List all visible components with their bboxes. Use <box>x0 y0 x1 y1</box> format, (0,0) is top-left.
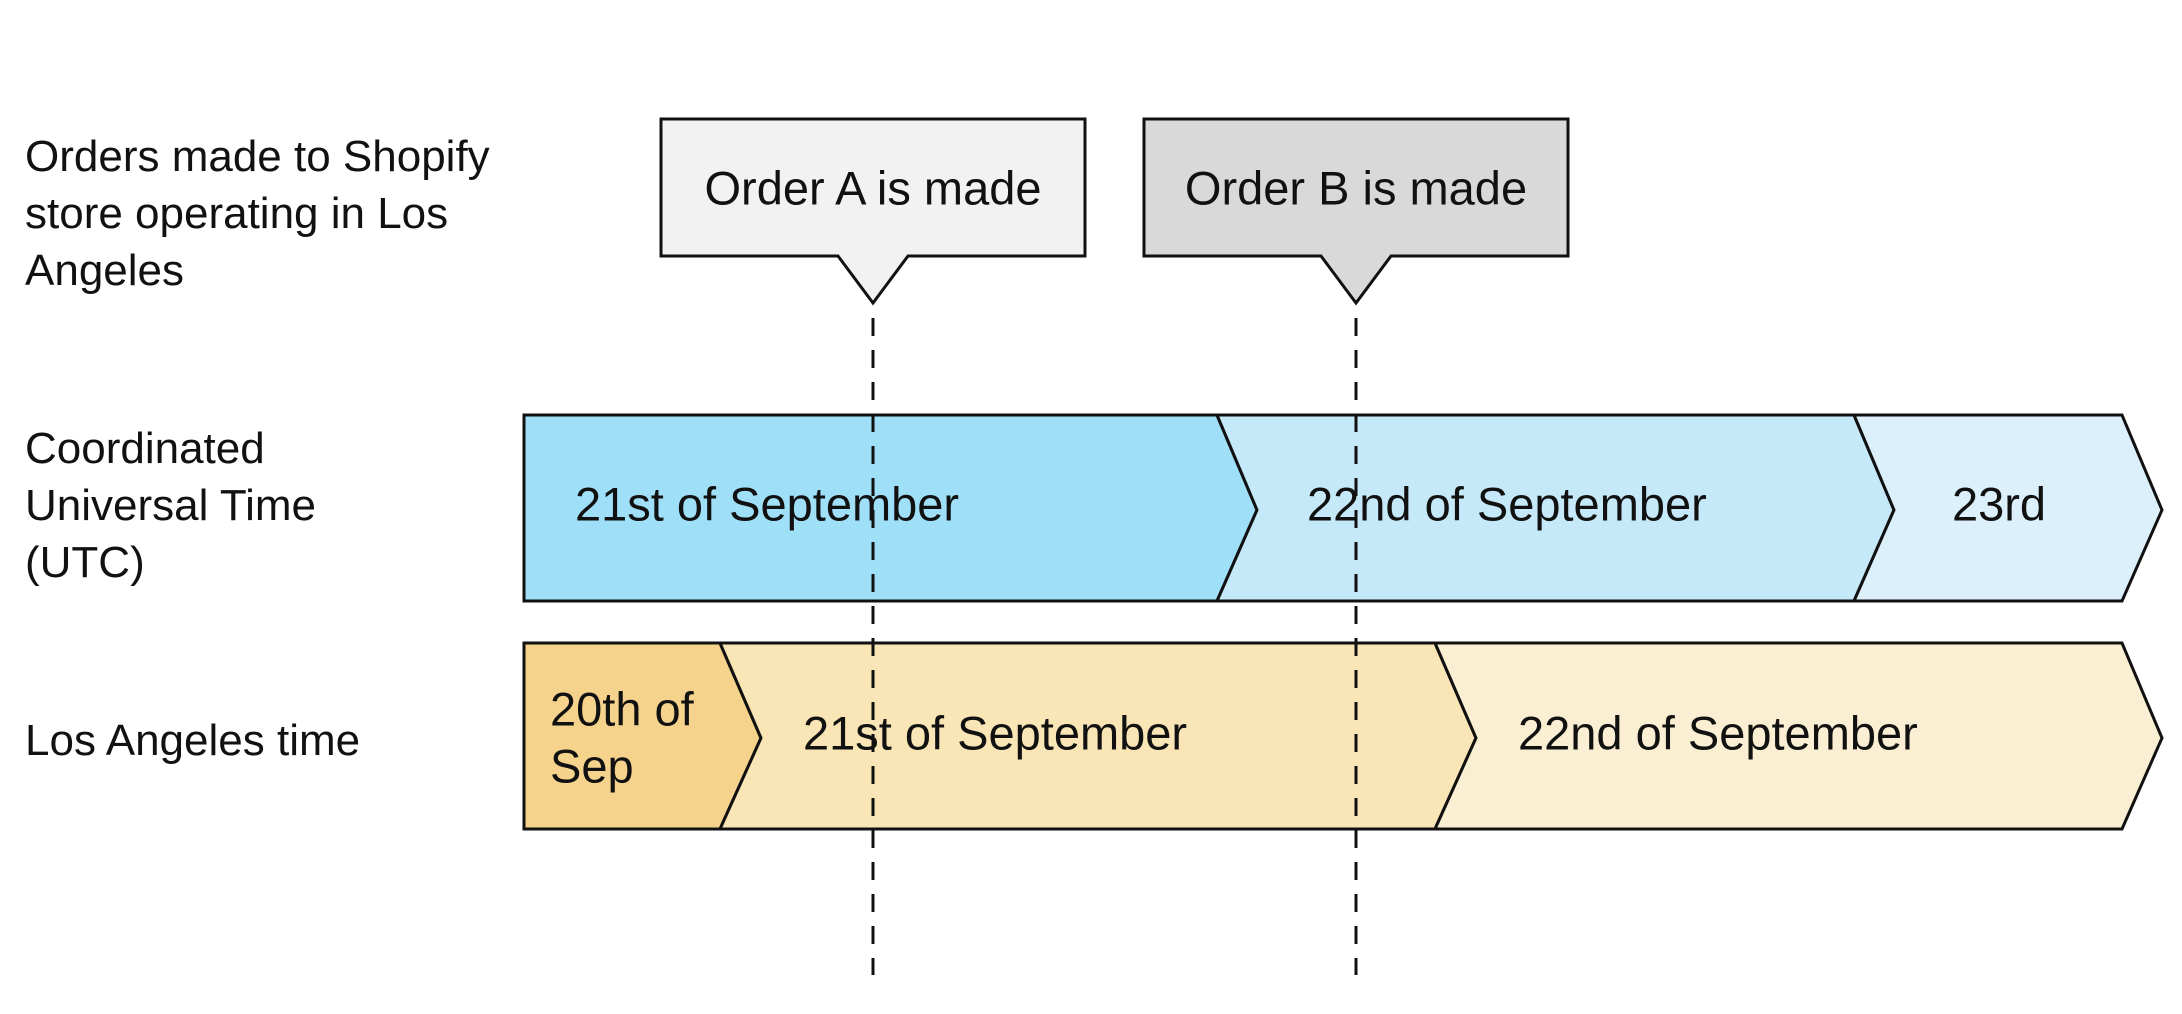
la-time-row-label: Los Angeles time <box>25 716 361 765</box>
utc-timeline <box>522 413 2164 603</box>
utc-sep21-label: 21st of September <box>575 477 959 530</box>
la-timeline <box>522 641 2164 831</box>
utc-sep22-label: 22nd of September <box>1307 477 1707 530</box>
order-a-callout-text: Order A is made <box>705 161 1042 214</box>
utc-sep23-label: 23rd <box>1952 477 2046 530</box>
order-b-callout <box>1142 117 1570 306</box>
utc-row-label: Coordinated Universal Time (UTC) <box>25 424 316 587</box>
utc-segment-sep23 <box>1851 413 2164 603</box>
order-a-callout <box>659 117 1087 306</box>
la-segment-sep20 <box>522 641 763 831</box>
la-sep20-label-line2: Sep <box>550 739 634 792</box>
la-sep22-label: 22nd of September <box>1518 706 1918 759</box>
la-sep21-label: 21st of September <box>803 706 1187 759</box>
la-segment-sep22 <box>1432 641 2164 831</box>
la-sep20-label-line1: 20th of <box>550 682 695 735</box>
orders-row-label: Orders made to Shopify store operating i… <box>25 132 490 295</box>
order-b-callout-text: Order B is made <box>1185 161 1527 214</box>
